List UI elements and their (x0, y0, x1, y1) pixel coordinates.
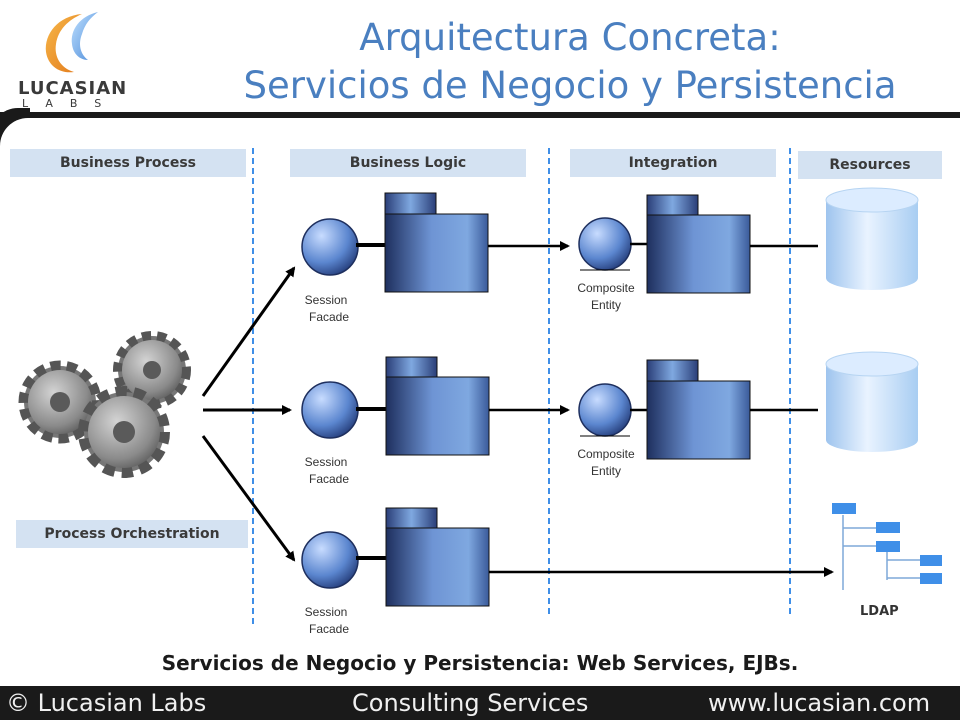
component-box-3 (385, 356, 490, 456)
component-box-5 (385, 507, 490, 607)
column-business-logic: Business Logic (290, 149, 526, 177)
composite-entity-2 (578, 383, 650, 437)
composite-entity-label-2: Composite Entity (577, 447, 635, 478)
column-resources: Resources (798, 151, 942, 179)
session-facade-1 (301, 218, 398, 276)
lucasian-logo-icon (45, 12, 98, 73)
session-facade-3 (301, 531, 400, 589)
slide-caption: Servicios de Negocio y Persistencia: Web… (161, 651, 799, 675)
ldap-label: LDAP (860, 604, 899, 619)
composite-entity-1 (578, 217, 650, 271)
separator-2 (548, 148, 550, 614)
footer-bar (0, 686, 960, 720)
database-icon-2 (825, 351, 919, 452)
footer-consulting: Consulting Services (352, 689, 589, 717)
session-facade-label-2: Session Facade (304, 455, 350, 486)
database-icon-1 (825, 187, 919, 290)
column-business-process: Business Process (10, 149, 246, 177)
arrow-to-facade-1 (201, 266, 296, 397)
logo-subtitle: LABS (22, 97, 119, 110)
session-facade-label-1: Session Facade (304, 293, 350, 324)
page-title-line1: Arquitectura Concreta: (359, 16, 781, 59)
ldap-tree-icon (842, 515, 920, 590)
column-integration: Integration (570, 149, 776, 177)
footer-website: www.lucasian.com (708, 689, 931, 717)
component-box-2 (646, 194, 751, 294)
separator-3 (789, 148, 791, 614)
component-box-1 (384, 192, 489, 293)
gears-icon (18, 331, 191, 478)
composite-entity-label-1: Composite Entity (577, 281, 635, 312)
logo-name: LUCASIAN (18, 78, 128, 99)
frame-top-bar (0, 112, 960, 118)
page-title-line2: Servicios de Negocio y Persistencia (243, 64, 897, 107)
session-facade-2 (301, 381, 400, 439)
slide-header: LUCASIAN LABS Arquitectura Concreta: Ser… (0, 0, 960, 112)
footer-copyright: © Lucasian Labs (6, 689, 207, 717)
session-facade-label-3: Session Facade (304, 605, 350, 636)
process-orchestration-label: Process Orchestration (16, 520, 248, 548)
separator-1 (252, 148, 254, 624)
component-box-4 (646, 359, 751, 460)
arrow-to-facade-3 (201, 435, 296, 562)
